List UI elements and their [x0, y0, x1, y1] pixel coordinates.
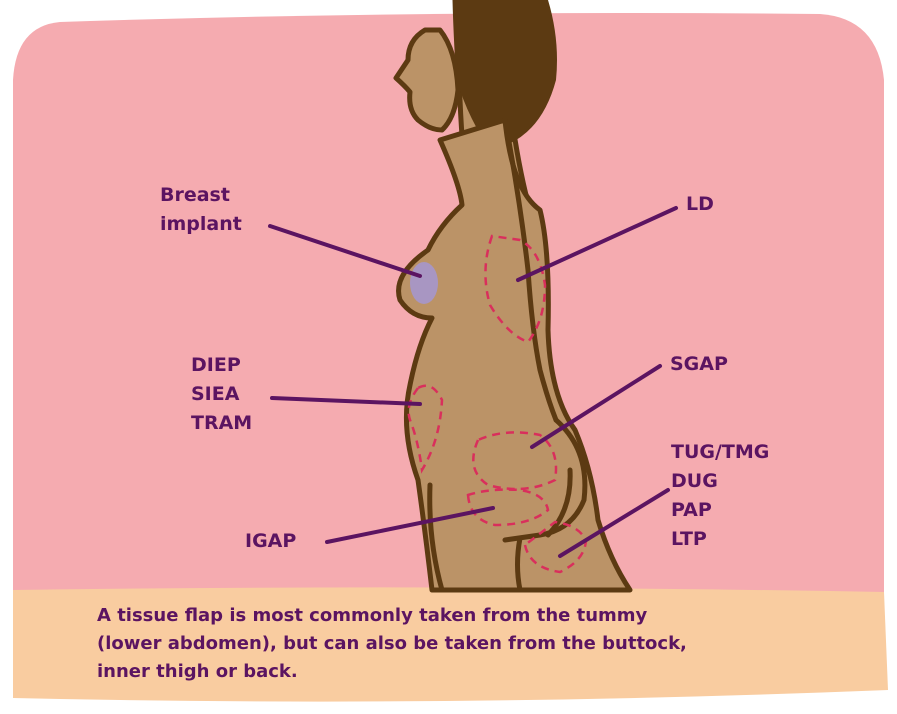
label-abdomen-flaps: DIEP SIEA TRAM — [191, 351, 252, 438]
label-sgap: SGAP — [670, 350, 728, 379]
label-ld: LD — [686, 190, 714, 219]
caption-text: A tissue flap is most commonly taken fro… — [97, 602, 857, 686]
leg-contour — [518, 538, 521, 590]
caption-line: inner thigh or back. — [97, 658, 857, 686]
breast-implant-shape — [410, 262, 438, 304]
caption-line: A tissue flap is most commonly taken fro… — [97, 602, 857, 630]
label-igap: IGAP — [245, 527, 296, 556]
label-thigh-flaps: TUG/TMG DUG PAP LTP — [671, 438, 769, 554]
label-breast-implant: Breast implant — [160, 181, 242, 239]
caption-line: (lower abdomen), but can also be taken f… — [97, 630, 857, 658]
